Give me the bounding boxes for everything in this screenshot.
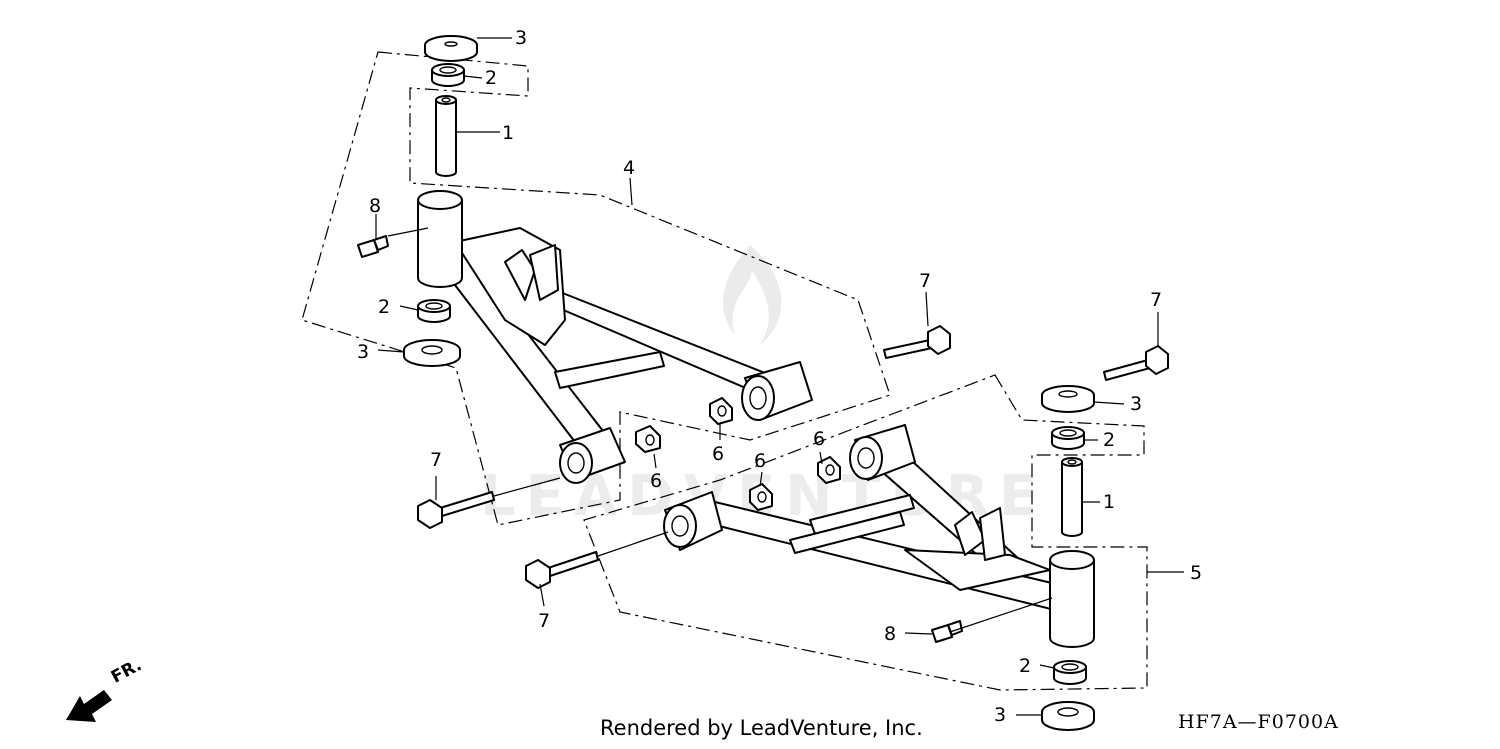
callout-6-b: 6 — [712, 443, 724, 465]
flange-bolt-c[interactable] — [417, 491, 495, 529]
upper-arm-group-boundary — [301, 51, 891, 526]
callout-8-left: 8 — [369, 195, 381, 217]
callout-2-bottom: 2 — [1019, 655, 1031, 677]
upper-cap-washer-bottom[interactable] — [403, 339, 461, 367]
lower-pivot-collar[interactable] — [1061, 457, 1083, 537]
flange-nut-d[interactable] — [749, 483, 773, 511]
flange-nut-a[interactable] — [635, 425, 661, 453]
lower-cap-washer-bottom[interactable] — [1041, 701, 1095, 731]
diagram-code: HF7A—F0700A — [1178, 711, 1339, 733]
upper-cap-washer-top[interactable] — [424, 35, 478, 62]
lower-bushing-top[interactable] — [1051, 426, 1085, 450]
callout-7-left: 7 — [430, 449, 442, 471]
callout-3-right: 3 — [1130, 393, 1142, 415]
callout-7-top: 7 — [919, 270, 931, 292]
lower-a-arm[interactable] — [663, 424, 1095, 648]
callout-3-mid-left: 3 — [357, 341, 369, 363]
callout-1-left: 1 — [502, 122, 514, 144]
flange-bolt-b[interactable] — [1103, 345, 1169, 381]
flange-bolt-d[interactable] — [525, 551, 599, 589]
callout-2-right: 2 — [1103, 429, 1115, 451]
callout-6-c: 6 — [813, 428, 825, 450]
flange-nut-b[interactable] — [709, 397, 733, 425]
callout-7-bottom: 7 — [538, 610, 550, 632]
callout-3-bottom: 3 — [994, 704, 1006, 726]
flange-bolt-a[interactable] — [883, 325, 951, 359]
callout-2-top-left: 2 — [485, 67, 497, 89]
front-direction-arrow-icon — [66, 690, 112, 722]
callout-2-mid-left: 2 — [378, 296, 390, 318]
upper-bushing-top[interactable] — [431, 63, 465, 87]
upper-a-arm[interactable] — [417, 190, 813, 484]
grease-fitting-b[interactable] — [931, 620, 963, 643]
callout-4: 4 — [623, 157, 635, 179]
watermark-flame-icon — [723, 245, 782, 345]
callout-8-bottom: 8 — [884, 623, 896, 645]
callout-6-d: 6 — [754, 450, 766, 472]
lower-cap-washer-top[interactable] — [1041, 385, 1095, 413]
callout-5: 5 — [1190, 562, 1202, 584]
grease-fitting-a[interactable] — [357, 235, 389, 258]
upper-bushing-bottom[interactable] — [417, 299, 451, 323]
lower-bushing-bottom[interactable] — [1053, 660, 1087, 685]
credit-text: Rendered by LeadVenture, Inc. — [600, 716, 923, 740]
callout-1-right: 1 — [1103, 491, 1115, 513]
callout-numbers: 3 2 1 4 8 2 3 7 7 3 2 1 5 6 6 6 6 7 7 8 … — [357, 27, 1202, 726]
flange-nut-c[interactable] — [817, 456, 841, 484]
upper-pivot-collar[interactable] — [435, 95, 457, 177]
callout-3-top-left: 3 — [515, 27, 527, 49]
callout-7-right: 7 — [1150, 289, 1162, 311]
lower-arm-group-boundary — [583, 374, 1148, 691]
callout-6-a: 6 — [650, 470, 662, 492]
leader-lines — [375, 37, 1184, 716]
